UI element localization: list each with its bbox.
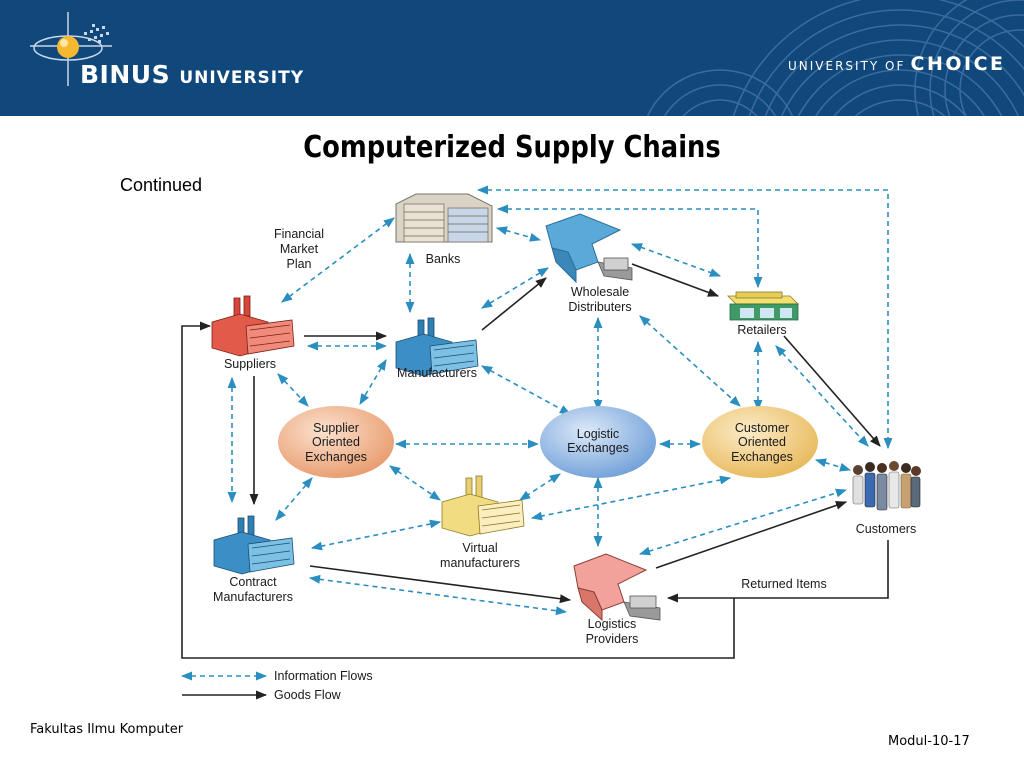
virtual-manufacturers-line1: Virtual — [462, 541, 497, 555]
customer-exchanges-line3: Exchanges — [731, 450, 793, 464]
legend-information-label: Information Flows — [274, 669, 373, 683]
footer-module: Modul-10-17 — [888, 734, 970, 749]
tagline: UNIVERSITY OF CHOICE — [788, 53, 1006, 75]
supplier-exchanges-node: Supplier Oriented Exchanges — [278, 406, 394, 478]
retailers-store-icon — [727, 291, 799, 321]
slide-subtitle: Continued — [120, 175, 203, 195]
manufacturers-factory-icon — [395, 317, 479, 377]
wholesale-warehouse-icon — [545, 213, 633, 284]
financial-plan-line1: Financial — [274, 227, 324, 241]
tagline-word: CHOICE — [910, 53, 1006, 75]
logistics-providers-line1: Logistics — [588, 617, 637, 631]
financial-plan-line3: Plan — [286, 257, 311, 271]
diagram-legend: Information Flows Goods Flow — [180, 669, 373, 702]
wholesale-line1: Wholesale — [571, 285, 629, 299]
retailers-label: Retailers — [737, 323, 786, 337]
logistic-exchanges-line1: Logistic — [577, 427, 619, 441]
banks-building-icon — [395, 193, 493, 243]
customer-exchanges-line1: Customer — [735, 421, 789, 435]
binus-logo-icon — [30, 12, 112, 86]
financial-plan-line2: Market — [280, 242, 319, 256]
legend-goods-label: Goods Flow — [274, 688, 342, 702]
contract-manufacturers-line1: Contract — [229, 575, 277, 589]
logo-sub: UNIVERSITY — [179, 68, 305, 88]
footer-faculty: Fakultas Ilmu Komputer — [30, 722, 184, 737]
banks-label: Banks — [426, 252, 461, 266]
logistics-providers-line2: Providers — [586, 632, 639, 646]
supplier-exchanges-line2: Oriented — [312, 435, 360, 449]
tagline-prefix: UNIVERSITY OF — [788, 59, 906, 73]
customer-exchanges-node: Customer Oriented Exchanges — [702, 406, 818, 478]
logo-main: BINUS — [80, 60, 171, 89]
customers-crowd-icon — [852, 461, 921, 511]
wholesale-line2: Distributers — [568, 300, 631, 314]
logistic-exchanges-line2: Exchanges — [567, 441, 629, 455]
virtual-manufacturers-line2: manufacturers — [440, 556, 520, 570]
node-labels: Financial Market Plan Banks Wholesale Di… — [213, 227, 916, 646]
manufacturers-label: Manufacturers — [397, 366, 477, 380]
logistic-exchanges-node: Logistic Exchanges — [540, 406, 656, 478]
binus-wordmark: BINUS UNIVERSITY — [80, 60, 304, 89]
supplier-exchanges-line3: Exchanges — [305, 450, 367, 464]
customer-exchanges-line2: Oriented — [738, 435, 786, 449]
returned-items-label: Returned Items — [741, 577, 826, 591]
suppliers-factory-icon — [211, 295, 295, 357]
supplier-exchanges-line1: Supplier — [313, 421, 359, 435]
virtual-manufacturers-factory-icon — [441, 475, 525, 537]
slide-title: Computerized Supply Chains — [303, 130, 721, 165]
logistics-providers-warehouse-icon — [573, 553, 661, 622]
banner-arcs — [30, 0, 1024, 116]
information-flow-arrows — [227, 185, 893, 616]
contract-manufacturers-factory-icon — [213, 515, 295, 575]
customers-label: Customers — [856, 522, 916, 536]
contract-manufacturers-line2: Manufacturers — [213, 590, 293, 604]
goods-flow-arrows — [181, 263, 889, 659]
suppliers-label: Suppliers — [224, 357, 276, 371]
header-banner: BINUS UNIVERSITY UNIVERSITY OF CHOICE — [0, 0, 1024, 116]
